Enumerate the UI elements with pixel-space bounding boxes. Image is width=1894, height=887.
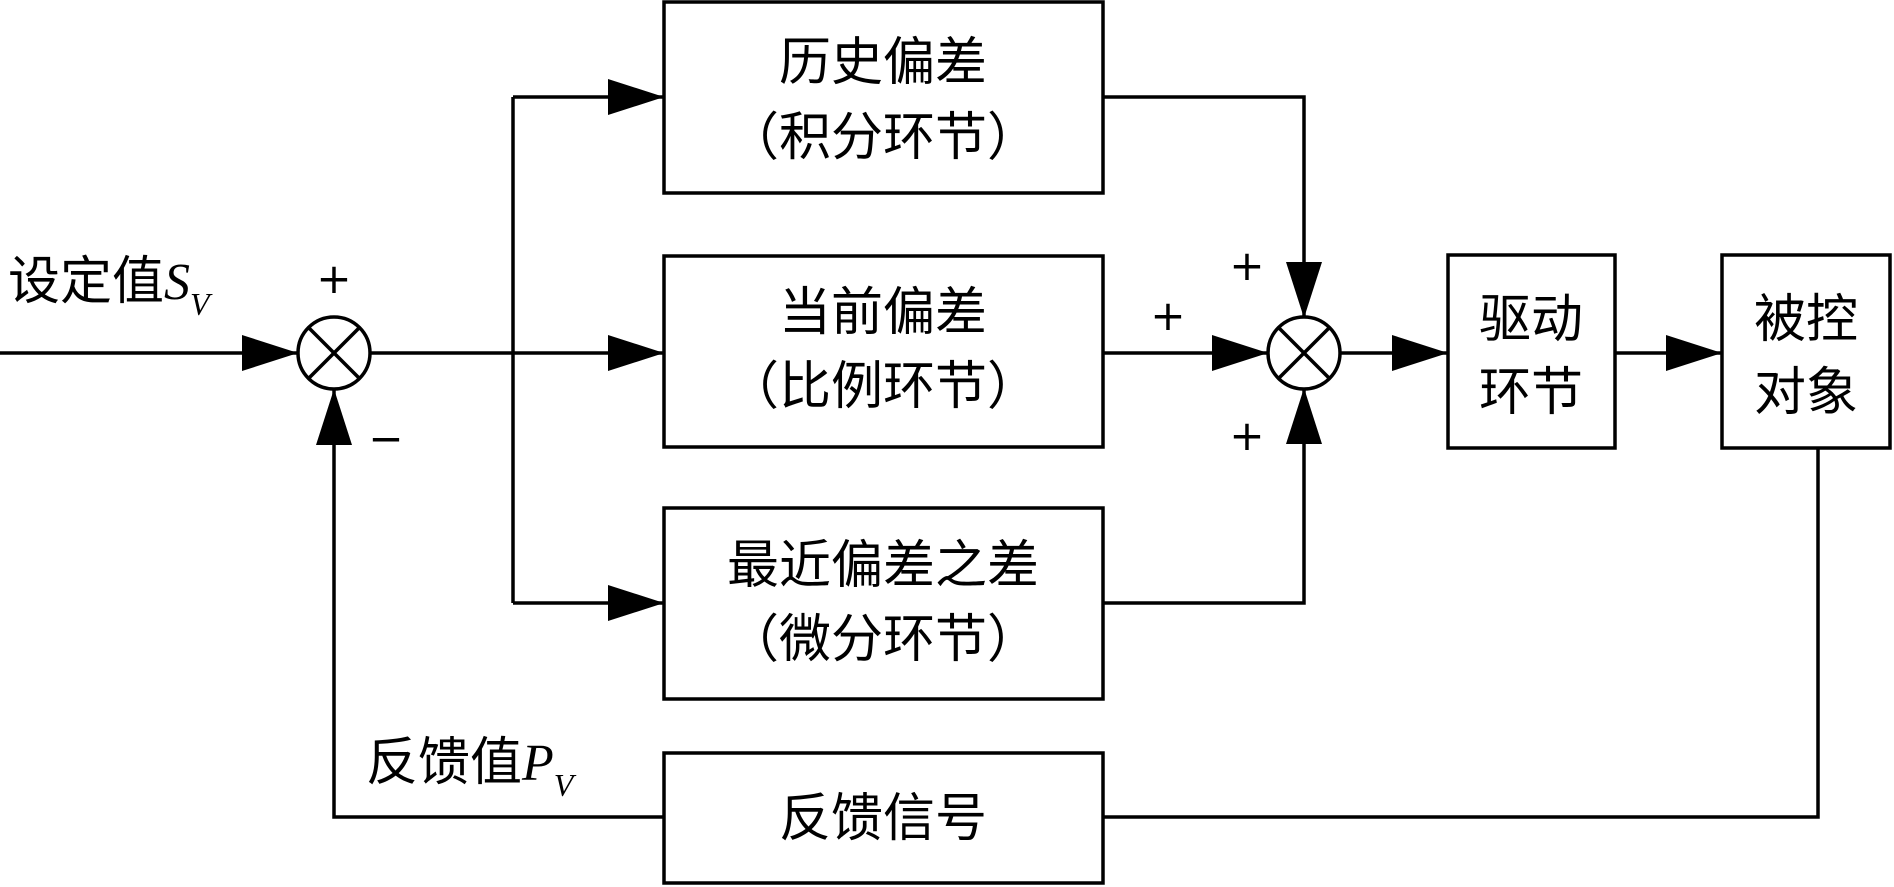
proportional-block-title: 当前偏差 (779, 283, 987, 343)
derivative-block-subtitle: （微分环节） (727, 610, 1039, 670)
sum2-bottom-plus-sign: + (1229, 411, 1264, 460)
setpoint-subscript: V (190, 286, 213, 322)
arrow-into-drive (1392, 335, 1448, 371)
plant-block-line2: 对象 (1754, 363, 1858, 423)
feedback-value-label-text: 反馈值 (366, 733, 522, 793)
integral-block: 历史偏差 （积分环节） (662, 0, 1105, 195)
feedback-block: 反馈信号 (662, 751, 1105, 885)
proportional-block-subtitle: （比例环节） (727, 357, 1039, 417)
integral-block-title: 历史偏差 (779, 33, 987, 93)
plant-output-feedback-line (1103, 448, 1820, 819)
plant-block-line1: 被控 (1754, 290, 1858, 350)
arrow-into-derivative (608, 585, 664, 621)
drive-block-line2: 环节 (1479, 363, 1583, 423)
arrow-sum2-from-top (1286, 262, 1322, 318)
feedback-value-subscript: V (554, 767, 577, 803)
derivative-block: 最近偏差之差 （微分环节） (662, 506, 1105, 701)
arrow-into-sum1 (242, 335, 298, 371)
arrow-into-sum1-feedback (316, 389, 352, 445)
arrow-into-plant (1666, 335, 1722, 371)
summing-junction-2 (1266, 315, 1342, 391)
arrow-into-proportional (608, 335, 664, 371)
setpoint-label-text: 设定值 (8, 252, 164, 312)
sum2-top-plus-sign: + (1229, 241, 1264, 290)
derivative-output-line (1103, 388, 1306, 605)
drive-block-line1: 驱动 (1479, 290, 1583, 350)
setpoint-label: 设定值SV (8, 252, 213, 322)
integral-output-line (1103, 95, 1306, 318)
arrowheads (242, 79, 1722, 621)
derivative-block-title: 最近偏差之差 (727, 536, 1039, 596)
integral-block-subtitle: （积分环节） (727, 108, 1039, 168)
sum1-minus-sign: − (368, 414, 403, 463)
feedback-block-label: 反馈信号 (779, 789, 987, 849)
sum2-left-plus-sign: + (1150, 291, 1185, 340)
feedback-value-symbol: P (521, 735, 554, 792)
summing-junction-1 (296, 315, 372, 391)
svg-text:设定值SV: 设定值SV (8, 252, 213, 322)
setpoint-symbol: S (164, 254, 190, 311)
arrow-sum2-from-bottom (1286, 388, 1322, 444)
svg-text:反馈值PV: 反馈值PV (366, 733, 577, 803)
plant-block: 被控 对象 (1720, 253, 1892, 450)
feedback-value-label: 反馈值PV (366, 733, 577, 803)
sum1-plus-sign: + (316, 254, 351, 303)
arrow-into-integral (608, 79, 664, 115)
signal-wires (0, 95, 1820, 819)
feedback-return-line (332, 389, 664, 819)
drive-block: 驱动 环节 (1446, 253, 1617, 450)
arrow-sum2-from-left (1212, 335, 1268, 371)
proportional-block: 当前偏差 （比例环节） (662, 254, 1105, 449)
